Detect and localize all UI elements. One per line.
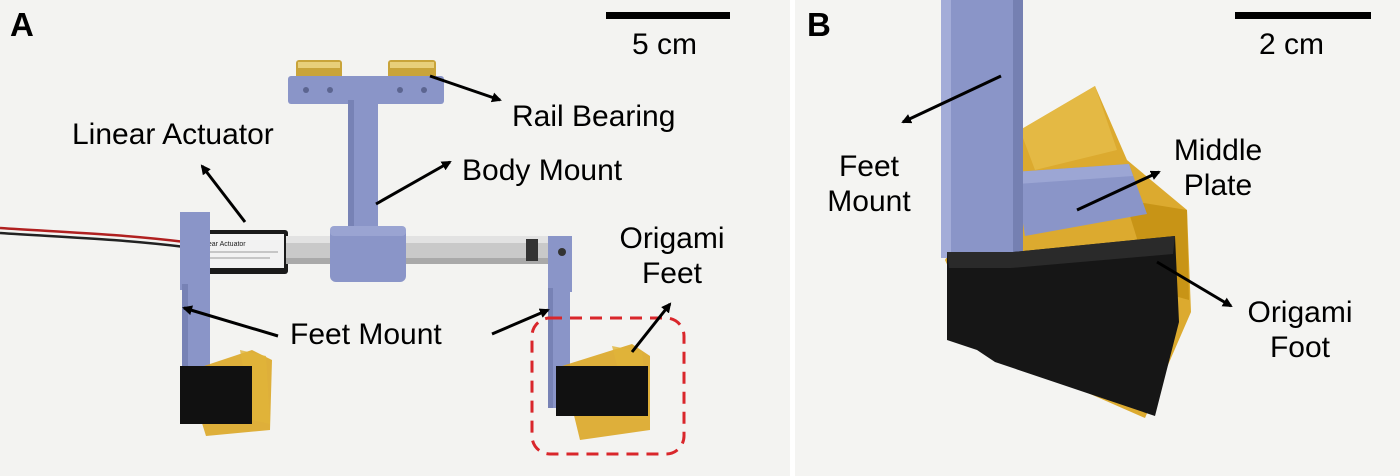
arrow-feet-mount-right xyxy=(491,308,550,336)
feet-mount-left xyxy=(180,212,210,374)
origami-foot-left xyxy=(180,350,272,436)
origami-feet-highlight-box xyxy=(530,316,686,456)
label-feet-mount-b: Feet Mount xyxy=(809,150,929,219)
origami-foot-pad xyxy=(947,236,1179,416)
label-origami-feet: Origami Feet xyxy=(612,222,732,291)
arrow-linear-actuator xyxy=(200,164,247,223)
panel-a-photo: near Actuator xyxy=(0,60,686,456)
label-body-mount: Body Mount xyxy=(462,154,623,187)
linear-actuator: near Actuator xyxy=(196,230,548,274)
label-feet-mount: Feet Mount xyxy=(290,318,442,351)
label-origami-foot-line1: Origami xyxy=(1247,296,1353,329)
label-feet-mount-b-line1: Feet xyxy=(838,150,900,183)
arrow-feet-mount-left xyxy=(182,305,279,338)
feet-mount-column xyxy=(941,0,1023,258)
arrow-origami-feet xyxy=(630,302,672,353)
label-linear-actuator: Linear Actuator xyxy=(72,118,274,151)
actuator-clamp xyxy=(330,226,406,282)
label-origami-foot: Origami Foot xyxy=(1235,296,1365,365)
label-origami-feet-line1: Origami xyxy=(619,222,725,255)
label-rail-bearing: Rail Bearing xyxy=(512,100,676,133)
arrow-origami-foot xyxy=(1156,260,1233,308)
arrow-rail-bearing xyxy=(429,74,502,103)
panel-b: B 2 cm Feet Mount Middle Plate Origami F… xyxy=(795,0,1400,476)
label-feet-mount-b-line2: Mount xyxy=(827,184,911,218)
scale-label-b: 2 cm xyxy=(1259,28,1325,61)
label-middle-plate-line2: Plate xyxy=(1183,168,1253,202)
arrow-middle-plate xyxy=(1076,170,1161,212)
middle-plate xyxy=(1015,164,1147,236)
label-middle-plate: Middle Plate xyxy=(1163,134,1273,203)
panel-a-letter: A xyxy=(10,6,34,43)
actuator-cable xyxy=(0,226,186,244)
arrow-feet-mount-b xyxy=(901,74,1002,124)
panel-b-letter: B xyxy=(807,6,831,43)
scale-bar-b xyxy=(1235,12,1371,19)
body-mount xyxy=(288,76,444,232)
scale-label-a: 5 cm xyxy=(632,28,698,61)
panel-b-photo xyxy=(901,0,1233,418)
arrow-body-mount xyxy=(375,160,452,206)
label-origami-feet-line2: Feet xyxy=(641,256,703,290)
panel-a: near Actuator xyxy=(0,0,790,476)
actuator-sticker-title: near Actuator xyxy=(204,241,246,248)
scale-bar-a xyxy=(606,12,730,19)
origami-foot-right xyxy=(556,344,650,440)
label-middle-plate-line1: Middle xyxy=(1173,134,1263,167)
label-origami-foot-line2: Foot xyxy=(1269,330,1331,364)
